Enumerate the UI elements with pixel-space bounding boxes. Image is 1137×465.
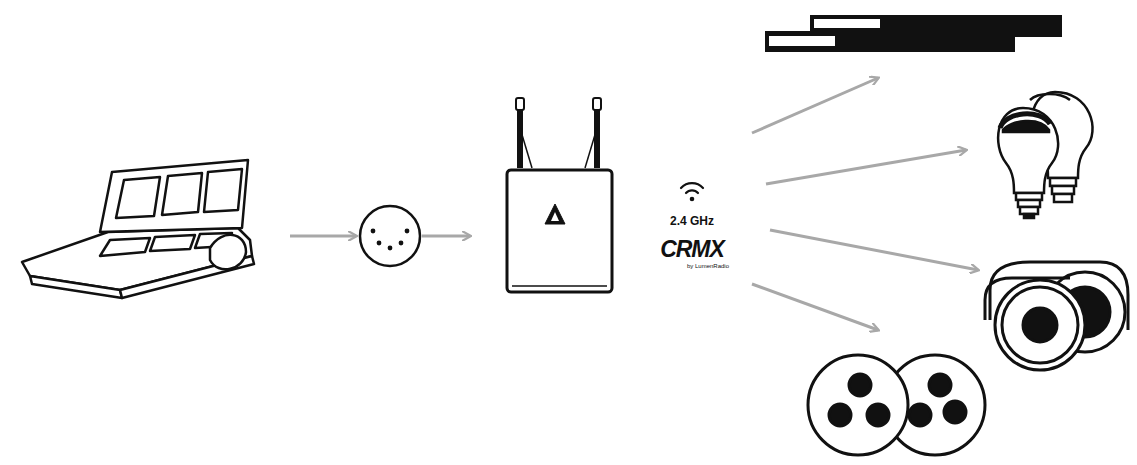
led-bars xyxy=(765,15,1062,52)
par-cans xyxy=(808,355,985,455)
lighting-console xyxy=(22,160,254,298)
led-bulbs xyxy=(998,92,1092,218)
spotlights xyxy=(985,262,1128,370)
signal-arrow xyxy=(290,235,356,238)
brand-label: by LumenRadio xyxy=(687,263,729,269)
signal-arrow xyxy=(422,235,470,238)
broadcast-arrows xyxy=(752,78,978,330)
wifi-icon xyxy=(681,183,703,201)
dmx-connector xyxy=(360,206,420,266)
frequency-label: 2.4 GHz xyxy=(670,215,714,227)
protocol-logo: CRMX xyxy=(660,238,724,261)
wireless-transceiver xyxy=(507,98,612,292)
